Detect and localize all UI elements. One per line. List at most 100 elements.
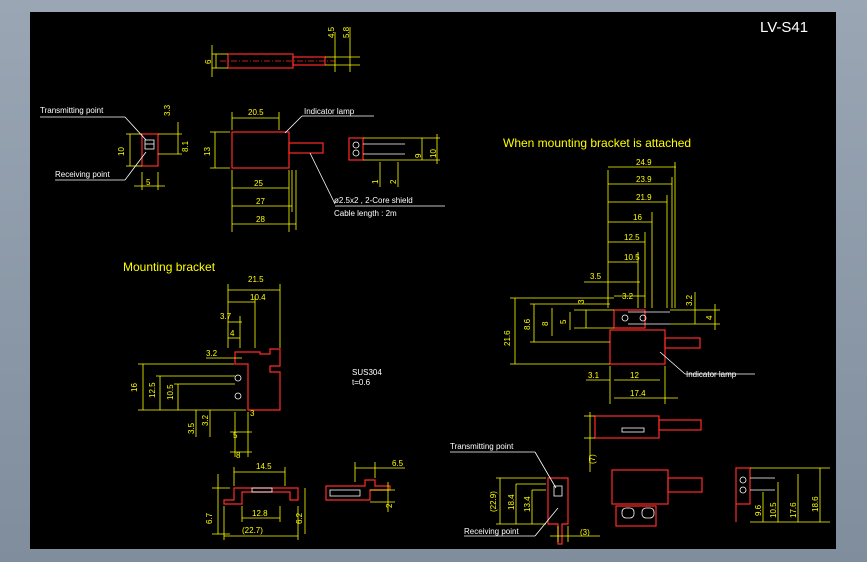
dim-ab-13-4: 13.4 xyxy=(523,496,532,512)
drawing-canvas[interactable]: LV-S41 6 4.5 5.8 xyxy=(30,12,836,549)
attached-cable xyxy=(664,337,701,349)
label-transmitting-point-attached: Transmitting point xyxy=(450,442,514,451)
dim-ab-18-4: 18.4 xyxy=(507,494,516,510)
front-view-cable xyxy=(288,142,324,154)
rear-view-body xyxy=(348,137,364,161)
label-material: SUS304 xyxy=(352,368,382,377)
label-transmitting-point: Transmitting point xyxy=(40,106,104,115)
dim-side-5: 5 xyxy=(146,178,151,187)
front-view: Indicator lamp ø2.5x2 , 2-Core shield Ca… xyxy=(203,107,445,232)
technical-drawing: LV-S41 6 4.5 5.8 xyxy=(40,19,830,545)
dim-top-5-8: 5.8 xyxy=(342,26,351,38)
attached-bracket xyxy=(613,309,646,329)
dim-bb-12-8: 12.8 xyxy=(252,509,268,518)
dim-bracket-3-2: 3.2 xyxy=(206,349,218,358)
side-view-body xyxy=(141,133,159,167)
dim-bracket-10-5: 10.5 xyxy=(166,384,175,400)
attached-front-body xyxy=(547,477,569,545)
dim-bracket-12-5: 12.5 xyxy=(148,382,157,398)
front-view-body xyxy=(231,131,290,169)
rear-view: 9 10 1 2 xyxy=(348,134,440,187)
dim-bs-6-5: 6.5 xyxy=(392,459,404,468)
dim-bb-6-2: 6.2 xyxy=(295,512,304,524)
dim-bracket-3-5: 3.5 xyxy=(187,422,196,434)
attached-side-body xyxy=(594,415,660,439)
attached-rear-body xyxy=(735,467,751,505)
dim-att-17-4: 17.4 xyxy=(630,389,646,398)
dim-ab-9-6: 9.6 xyxy=(754,504,763,516)
dim-bracket-8: 8 xyxy=(236,451,241,460)
attached-top-cable xyxy=(667,477,703,493)
dim-ab-3: (3) xyxy=(580,528,590,537)
dim-att-3: 3 xyxy=(577,299,586,304)
mounting-bracket-view: Mounting bracket SUS304 t=0.6 xyxy=(123,260,382,460)
top-view: 6 4.5 5.8 xyxy=(204,26,360,77)
dim-ab-10-5: 10.5 xyxy=(769,502,778,518)
attached-top-bracket xyxy=(615,505,657,527)
dim-bracket-16: 16 xyxy=(130,383,139,392)
dim-front-20-5: 20.5 xyxy=(248,108,264,117)
label-receiving-point-attached: Receiving point xyxy=(464,527,519,536)
label-cable-spec: ø2.5x2 , 2-Core shield xyxy=(334,196,413,205)
dim-att-5: 5 xyxy=(559,319,568,324)
dim-bracket-5: 5 xyxy=(233,431,238,440)
dim-ab-7: (7) xyxy=(588,454,597,464)
dim-side-3-3: 3.3 xyxy=(163,104,172,116)
dim-bb-14-5: 14.5 xyxy=(256,462,272,471)
dim-ab-17-6: 17.6 xyxy=(789,502,798,518)
dim-front-27: 27 xyxy=(256,197,265,206)
dim-side-10: 10 xyxy=(117,147,126,156)
attached-top-body xyxy=(611,469,669,505)
dim-rear-9: 9 xyxy=(414,153,423,158)
dim-att-3-1: 3.1 xyxy=(588,371,600,380)
dim-bracket-10-4: 10.4 xyxy=(250,293,266,302)
side-view: Transmitting point Receiving point 3.3 1… xyxy=(40,104,190,190)
attached-bottom-views: (7) Transmitting point Receiving point xyxy=(450,412,830,545)
label-bracket-attached: When mounting bracket is attached xyxy=(503,136,691,150)
attached-side-cable xyxy=(658,419,702,431)
dim-att-23-9: 23.9 xyxy=(636,175,652,184)
bracket-bottom-profile xyxy=(223,487,299,505)
dim-att-21-9: 21.9 xyxy=(636,193,652,202)
dim-att-3-2-r: 3.2 xyxy=(685,294,694,306)
dim-att-21-6: 21.6 xyxy=(503,330,512,346)
dim-att-8-6: 8.6 xyxy=(523,318,532,330)
label-thickness: t=0.6 xyxy=(352,378,371,387)
dim-bb-22-7: (22.7) xyxy=(242,526,263,535)
dim-att-24-9: 24.9 xyxy=(636,158,652,167)
bracket-side-profile xyxy=(325,479,391,501)
label-indicator-lamp-attached: Indicator lamp xyxy=(686,370,737,379)
dim-att-12: 12 xyxy=(630,371,639,380)
dim-att-8: 8 xyxy=(541,321,550,326)
drawing-title: LV-S41 xyxy=(760,19,808,36)
bracket-bottom-view: 14.5 6.7 12.8 (22.7) 6.2 6.5 2 xyxy=(205,459,405,540)
dim-ab-22-9: (22.9) xyxy=(489,491,498,512)
attached-view: When mounting bracket is attached xyxy=(503,136,755,404)
dim-rear-10: 10 xyxy=(429,149,438,158)
dim-front-13: 13 xyxy=(203,147,212,156)
dim-front-25: 25 xyxy=(254,179,263,188)
dim-top-4-5: 4.5 xyxy=(327,26,336,38)
label-mounting-bracket: Mounting bracket xyxy=(123,260,216,274)
label-receiving-point: Receiving point xyxy=(55,170,110,179)
dim-top-6: 6 xyxy=(204,59,213,64)
dim-att-12-5: 12.5 xyxy=(624,233,640,242)
dim-front-28: 28 xyxy=(256,215,265,224)
dim-bracket-3: 3 xyxy=(250,409,255,418)
dim-att-16: 16 xyxy=(633,213,642,222)
dim-bb-6-7: 6.7 xyxy=(205,512,214,524)
dim-side-8-1: 8.1 xyxy=(181,140,190,152)
attached-body xyxy=(609,329,666,365)
dim-bs-2: 2 xyxy=(385,503,394,508)
bracket-profile xyxy=(234,348,281,411)
dim-ab-18-6: 18.6 xyxy=(811,496,820,512)
dim-bracket-21-5: 21.5 xyxy=(248,275,264,284)
dim-rear-1: 1 xyxy=(371,179,380,184)
label-indicator-lamp: Indicator lamp xyxy=(304,107,355,116)
dim-att-10-5: 10.5 xyxy=(624,253,640,262)
dim-att-3-5: 3.5 xyxy=(590,272,602,281)
label-cable-length: Cable length : 2m xyxy=(334,209,397,218)
dim-bracket-3-7: 3.7 xyxy=(220,312,232,321)
dim-att-4: 4 xyxy=(705,315,714,320)
